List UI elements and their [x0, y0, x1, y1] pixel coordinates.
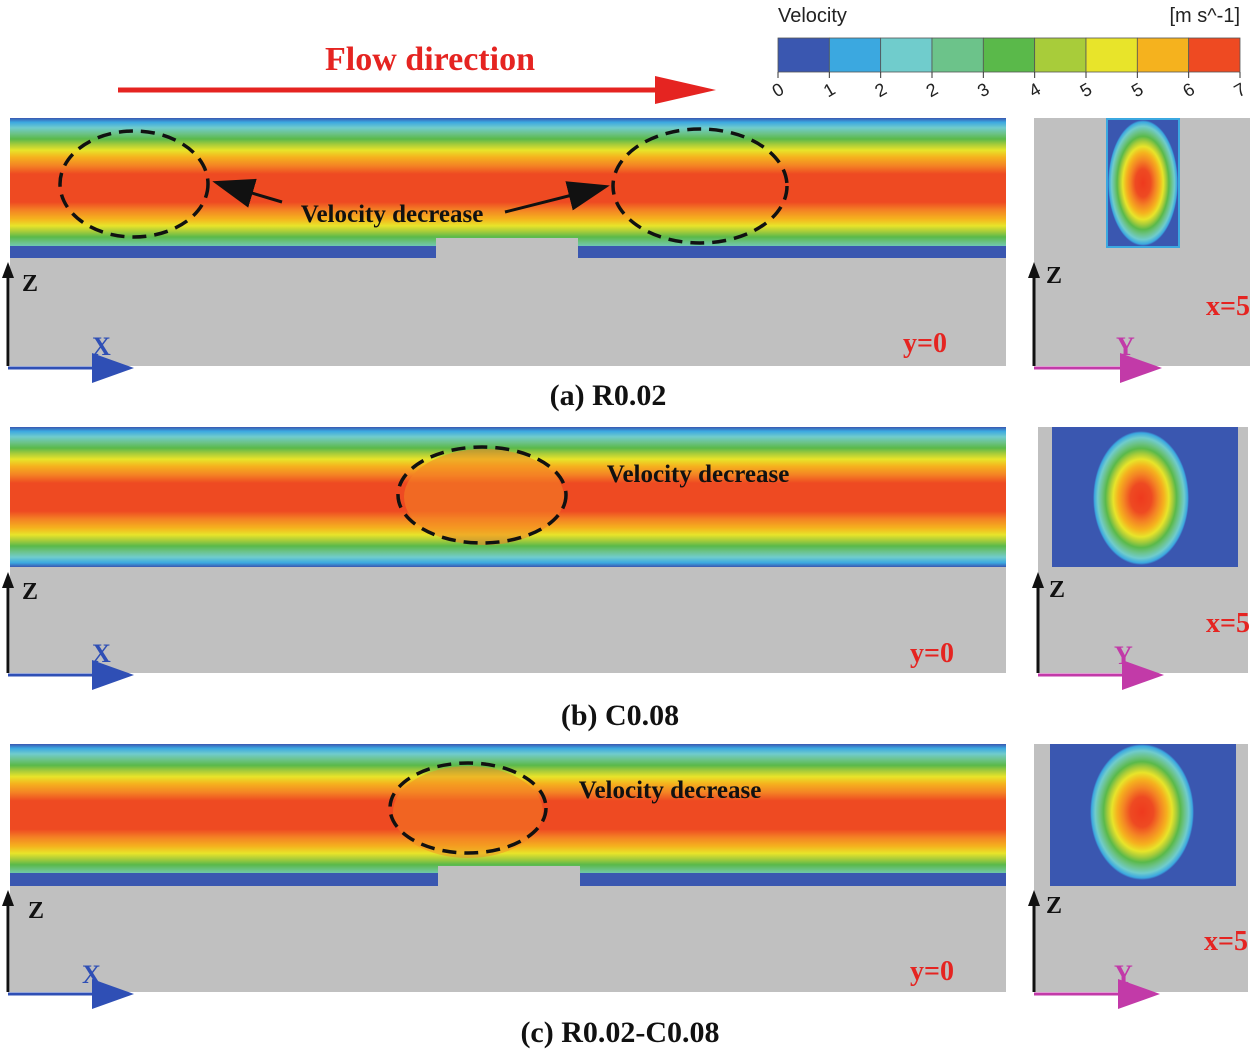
panel-a-wall-layer-left	[10, 246, 436, 258]
panel-b-section-z-label: Z	[1049, 577, 1065, 603]
panel-c: Velocity decrease Z X y=0 Z Y x=5 (c) R0…	[2, 744, 1248, 1049]
panel-a-annotation-arrow-left	[212, 178, 283, 208]
panel-c-wall-layer-right	[580, 873, 1006, 886]
colorbar-tick-label: 6	[1179, 79, 1198, 101]
colorbar-cell	[1034, 37, 1087, 73]
panel-c-section-z-label: Z	[1046, 893, 1062, 919]
panel-a-annotation: Velocity decrease	[301, 201, 484, 228]
colorbar-tick-label: 2	[871, 79, 890, 101]
panel-b-annotation: Velocity decrease	[607, 461, 790, 488]
panel-a-section-y-label: Y	[1116, 332, 1135, 361]
panel-c-wall-layer-left	[10, 873, 438, 886]
panel-b-section-z-arrow	[1032, 572, 1044, 588]
panel-c-rib	[438, 866, 580, 886]
colorbar-cell	[1188, 37, 1241, 73]
panel-c-z-label: Z	[28, 898, 44, 924]
panel-c-ellipse	[388, 761, 548, 855]
colorbar-tick-label: 5	[1077, 79, 1096, 101]
panel-a-rib	[436, 238, 578, 258]
colorbar-tick-label: 1	[820, 79, 839, 101]
panel-b-z-label: Z	[22, 579, 38, 605]
panel-a-x-label: X	[92, 332, 111, 361]
panel-b-section-field	[1093, 431, 1189, 565]
colorbar-tick-label: 0	[769, 79, 788, 101]
panel-a-caption: (a) R0.02	[550, 379, 667, 412]
colorbar-tick-label: 3	[974, 79, 993, 101]
panel-a-section-z-arrow	[1028, 262, 1040, 278]
panel-a-ellipse-left	[58, 129, 210, 239]
panel-b-ellipse	[396, 445, 568, 545]
colorbar-tick-label: 4	[1025, 79, 1044, 101]
panel-a-section-label: x=5	[1206, 291, 1250, 322]
panel-b-caption: (b) C0.08	[561, 699, 679, 732]
panel-b-x-label: X	[92, 639, 111, 668]
panel-a-wall-layer-right	[578, 246, 1006, 258]
panel-a-section-z-label: Z	[1046, 263, 1062, 289]
panel-a-velocity-field	[10, 118, 1006, 258]
panel-c-section-y-label: Y	[1114, 960, 1133, 989]
panel-c-section-label: x=5	[1204, 926, 1248, 957]
velocity-colorbar: Velocity [m s^-1] 0 1 2 2 3 4 5 5 6 7	[769, 5, 1250, 101]
panel-b-section-label: x=5	[1206, 608, 1250, 639]
panel-c-plane-label: y=0	[910, 956, 954, 987]
colorbar-tick-label: 5	[1128, 79, 1147, 101]
colorbar-cell	[1136, 37, 1190, 73]
panel-a-z-axis-arrow	[2, 262, 14, 278]
colorbar-title: Velocity	[778, 5, 847, 27]
panel-c-x-label: X	[82, 960, 101, 989]
colorbar-tick-label: 2	[923, 79, 942, 101]
panel-a-z-label: Z	[22, 271, 38, 297]
panel-c-section-z-arrow	[1028, 890, 1040, 906]
panel-c-caption: (c) R0.02-C0.08	[520, 1016, 719, 1049]
panel-b-reduced-zone	[404, 449, 564, 545]
panel-c-annotation: Velocity decrease	[579, 777, 762, 804]
colorbar-cell	[880, 37, 933, 73]
panel-c-section-field	[1090, 744, 1194, 880]
panel-b: Velocity decrease Z X y=0 Z Y x=5 (b) C0…	[2, 427, 1250, 732]
colorbar-cell	[982, 37, 1036, 73]
panel-c-reduced-zone	[393, 766, 543, 858]
colorbar-cell	[828, 37, 882, 73]
flow-direction-arrow-head	[655, 76, 716, 104]
colorbar-cell	[777, 37, 830, 73]
colorbar-cell	[1085, 37, 1138, 73]
panel-c-z-axis-arrow	[2, 890, 14, 906]
panel-a-plane-label: y=0	[903, 328, 947, 359]
panel-a-section-field	[1108, 120, 1178, 246]
flow-direction-label: Flow direction	[325, 41, 535, 78]
panel-b-plane-label: y=0	[910, 638, 954, 669]
panel-b-z-axis-arrow	[2, 572, 14, 588]
panel-a-annotation-arrow-right	[504, 181, 610, 214]
colorbar-tick-label: 7	[1231, 79, 1250, 101]
colorbar-cell	[931, 37, 984, 73]
panel-a-ellipse-right	[611, 127, 789, 245]
panel-a: Velocity decrease Z X y=0 Z Y x=5 (a) R0…	[2, 118, 1250, 412]
colorbar-unit: [m s^-1]	[1170, 5, 1241, 27]
panel-b-section-y-label: Y	[1114, 641, 1133, 670]
